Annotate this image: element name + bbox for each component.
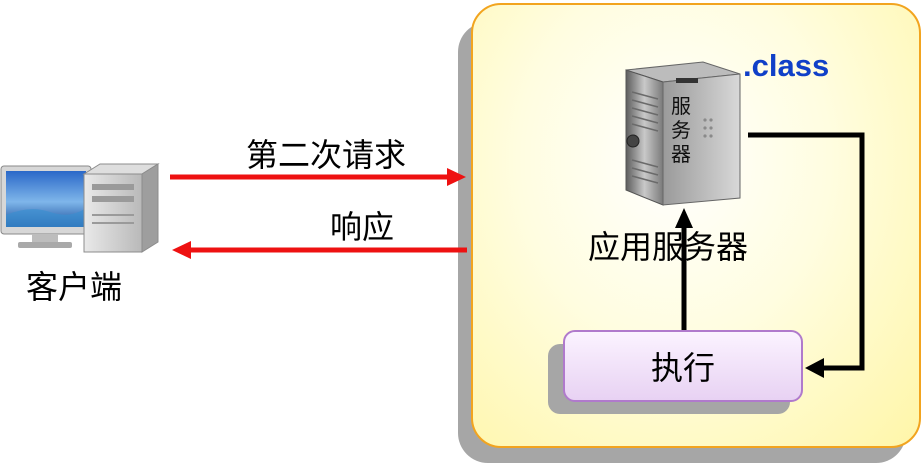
app-server-label: 应用服务器 [588, 228, 749, 266]
server-tower-icon [625, 61, 741, 206]
server-chassis-char-1: 服 [671, 94, 691, 118]
class-file-label: .class [743, 48, 830, 83]
response-arrow [172, 241, 467, 259]
execute-label: 执行 [650, 349, 715, 387]
server-to-execute-arrow [748, 132, 865, 378]
response-label: 响应 [330, 208, 395, 246]
server-chassis-char-2: 务 [671, 118, 691, 142]
desktop-computer-icon [0, 163, 160, 253]
server-chassis-char-3: 器 [671, 142, 691, 166]
client-label: 客户端 [26, 268, 123, 306]
execute-to-server-arrow [675, 208, 693, 330]
request-arrow [170, 168, 466, 186]
execute-box: 执行 [563, 330, 803, 402]
second-request-label: 第二次请求 [246, 136, 407, 174]
